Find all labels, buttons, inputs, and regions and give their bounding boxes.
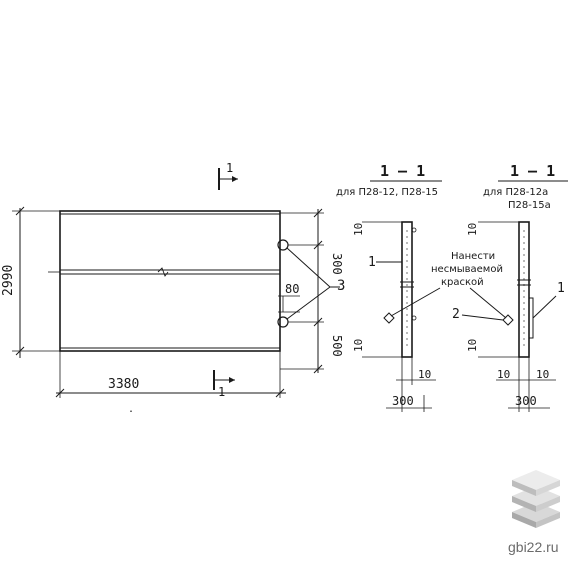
marking-note: Нанести несмываемой краской (390, 251, 507, 319)
note-line-2: несмываемой (431, 264, 503, 275)
dim-bottom-right-label: 500 (330, 335, 344, 357)
section-a-caption: для П28-12, П28-15 (336, 187, 438, 198)
width-dot: . (128, 404, 134, 415)
note-leader-right (469, 287, 507, 319)
right-tick-4 (313, 364, 323, 374)
width-label: 3380 (108, 377, 139, 392)
watermark-text: gbi22.ru (508, 539, 559, 555)
section-mark-top-arrowhead (232, 176, 238, 182)
section-a-base-small: 10 (418, 368, 431, 381)
height-label: 2990 (1, 265, 16, 296)
note-leader-left (390, 287, 441, 317)
break-mark (157, 267, 169, 277)
section-b-callout-1: 1 (557, 281, 565, 296)
stacked-slabs-icon (512, 470, 560, 528)
section-b-leader-1 (532, 295, 557, 319)
section-b-dim-bottom: 10 (466, 339, 479, 352)
dim-top-right-label: 300 (330, 253, 344, 275)
section-a-callout-1: 1 (368, 255, 376, 270)
section-b-base-left: 10 (497, 368, 510, 381)
section-a-dim-top: 10 (352, 223, 365, 236)
section-mark-bottom-label: 1 (218, 385, 225, 399)
right-tick-2 (313, 240, 323, 250)
watermark: gbi22.ru (508, 470, 560, 555)
section-a-base-total: 300 (392, 394, 414, 408)
section-a-plate (401, 221, 413, 358)
width-tick-left (55, 388, 65, 398)
gap-label: 80 (285, 282, 299, 296)
section-b-callout-2: 2 (452, 307, 460, 322)
right-tick-1 (313, 208, 323, 218)
section-a: 1 — 1 для П28-12, П28-15 10 10 1 10 300 (336, 162, 442, 412)
section-b-leader-2 (461, 314, 504, 321)
leader-3-upper (286, 247, 331, 288)
section-mark-bottom-arrowhead (229, 377, 235, 383)
section-mark-top-label: 1 (226, 161, 233, 175)
section-b-plate (518, 221, 530, 358)
section-a-bolt-2 (411, 315, 417, 321)
height-tick-top (15, 206, 25, 216)
section-b-base-total: 300 (515, 394, 537, 408)
note-line-1: Нанести (451, 251, 495, 262)
section-b: 1 — 1 для П28-12а П28-15а 10 10 2 1 10 1… (452, 162, 568, 412)
leader-3-lower (286, 286, 331, 320)
section-a-title: 1 — 1 (380, 162, 425, 180)
section-b-mark-diamond (502, 314, 514, 326)
note-line-3: краской (441, 277, 484, 288)
section-b-caption-2: П28-15а (508, 200, 551, 211)
main-plan-view: 2990 3380 . 1 1 300 500 (1, 161, 345, 415)
section-b-dim-top: 10 (466, 223, 479, 236)
section-a-bolt-1 (411, 227, 417, 233)
section-a-dim-bottom: 10 (352, 339, 365, 352)
section-a-mark-diamond (383, 312, 395, 324)
height-tick-bottom (15, 346, 25, 356)
section-b-caption-1: для П28-12а (483, 187, 548, 198)
panel-outline (59, 210, 281, 352)
callout-3-label: 3 (337, 278, 345, 294)
width-tick-right (275, 388, 285, 398)
section-b-base-right: 10 (536, 368, 549, 381)
section-b-title: 1 — 1 (510, 162, 555, 180)
right-tick-3 (313, 317, 323, 327)
